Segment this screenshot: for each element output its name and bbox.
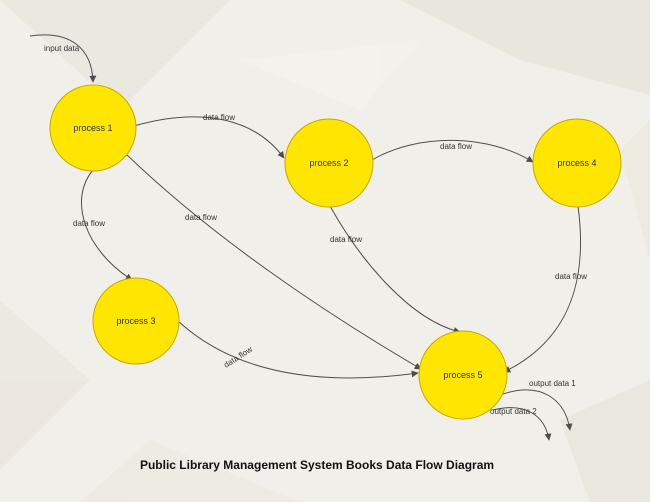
flow-process-2-to-process-5: [329, 205, 461, 334]
process-3-circle: [92, 277, 180, 365]
label-flow-p3-p5: data flow: [222, 345, 254, 370]
process-3-label: process 3: [116, 316, 155, 326]
process-2-node[interactable]: process 2: [284, 118, 374, 208]
process-5-label: process 5: [443, 370, 482, 380]
flow-process-2-to-process-4: [371, 139, 534, 163]
label-flow-p4-p5: data flow: [555, 272, 587, 281]
flow-process-4-to-process-5: [503, 205, 581, 373]
process-2-label: process 2: [309, 158, 348, 168]
flow-input-to-process-1: [29, 34, 97, 83]
process-4-node[interactable]: process 4: [532, 118, 622, 208]
process-5-node[interactable]: process 5: [418, 330, 508, 420]
edges: [29, 34, 581, 441]
flow-output-2: [492, 407, 552, 441]
process-3-node[interactable]: process 3: [92, 277, 180, 365]
label-output-data-2: output data 2: [490, 407, 537, 416]
flow-process-1-to-process-5: [125, 153, 422, 370]
process-4-label: process 4: [557, 158, 596, 168]
process-2-circle: [284, 118, 374, 208]
label-flow-p2-p5: data flow: [330, 235, 362, 244]
process-4-circle: [532, 118, 622, 208]
label-flow-p1-p5: data flow: [185, 213, 217, 222]
label-flow-p2-p4: data flow: [440, 142, 472, 151]
flow-process-1-to-process-2: [133, 116, 285, 159]
label-flow-p1-p3: data flow: [73, 219, 105, 228]
label-input-data: input data: [44, 44, 80, 53]
label-output-data-1: output data 1: [529, 379, 576, 388]
label-flow-p1-p2: data flow: [203, 113, 235, 122]
flow-process-1-to-process-3: [81, 169, 133, 281]
process-nodes: process 1 process 2 process 4 process 3 …: [49, 84, 622, 420]
flow-process-3-to-process-5: [177, 320, 419, 379]
process-1-circle: [49, 84, 137, 172]
process-5-circle: [418, 330, 508, 420]
diagram-title: Public Library Management System Books D…: [140, 458, 494, 472]
process-1-node[interactable]: process 1: [49, 84, 137, 172]
process-1-label: process 1: [73, 123, 112, 133]
flow-output-1: [502, 389, 573, 431]
